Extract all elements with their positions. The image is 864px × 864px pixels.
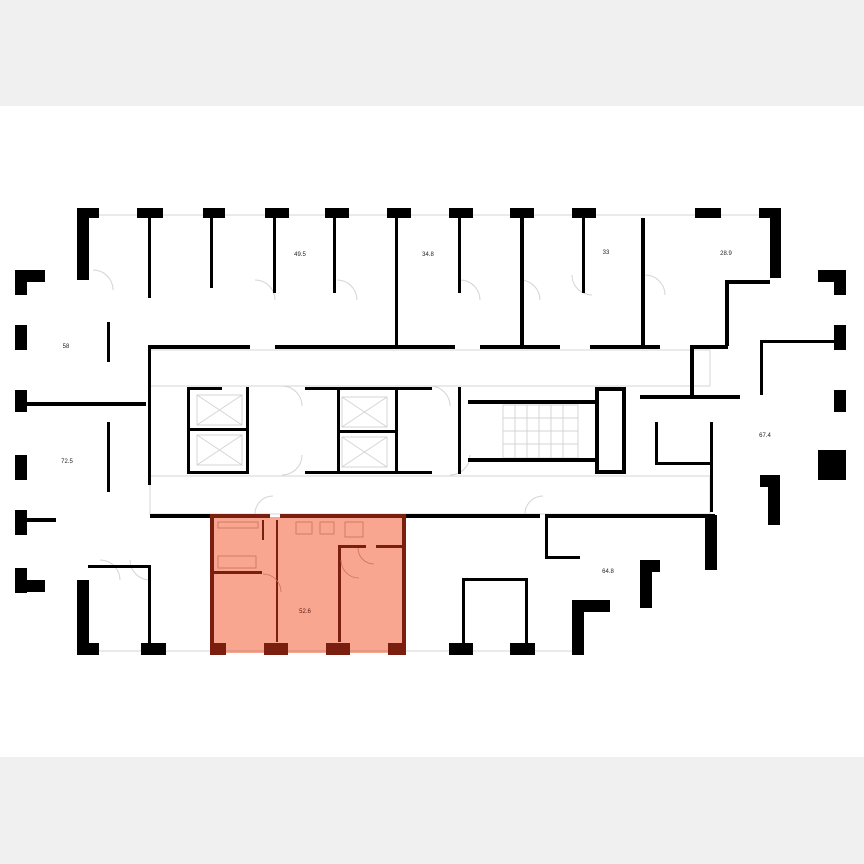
area-label-33: 33	[602, 250, 610, 256]
area-label-72-5: 72.5	[61, 459, 73, 465]
area-label-67-4: 67.4	[759, 433, 771, 439]
area-label-64-8: 64.8	[602, 569, 614, 575]
area-label-49-5: 49.5	[294, 252, 306, 258]
area-label-34-8: 34.8	[422, 252, 434, 258]
selected-apartment-52-6[interactable]	[212, 517, 406, 653]
area-label-28-9: 28.9	[720, 251, 732, 257]
area-label-58: 58	[62, 344, 70, 350]
area-label-52-6-selected[interactable]: 52.6	[299, 609, 311, 615]
